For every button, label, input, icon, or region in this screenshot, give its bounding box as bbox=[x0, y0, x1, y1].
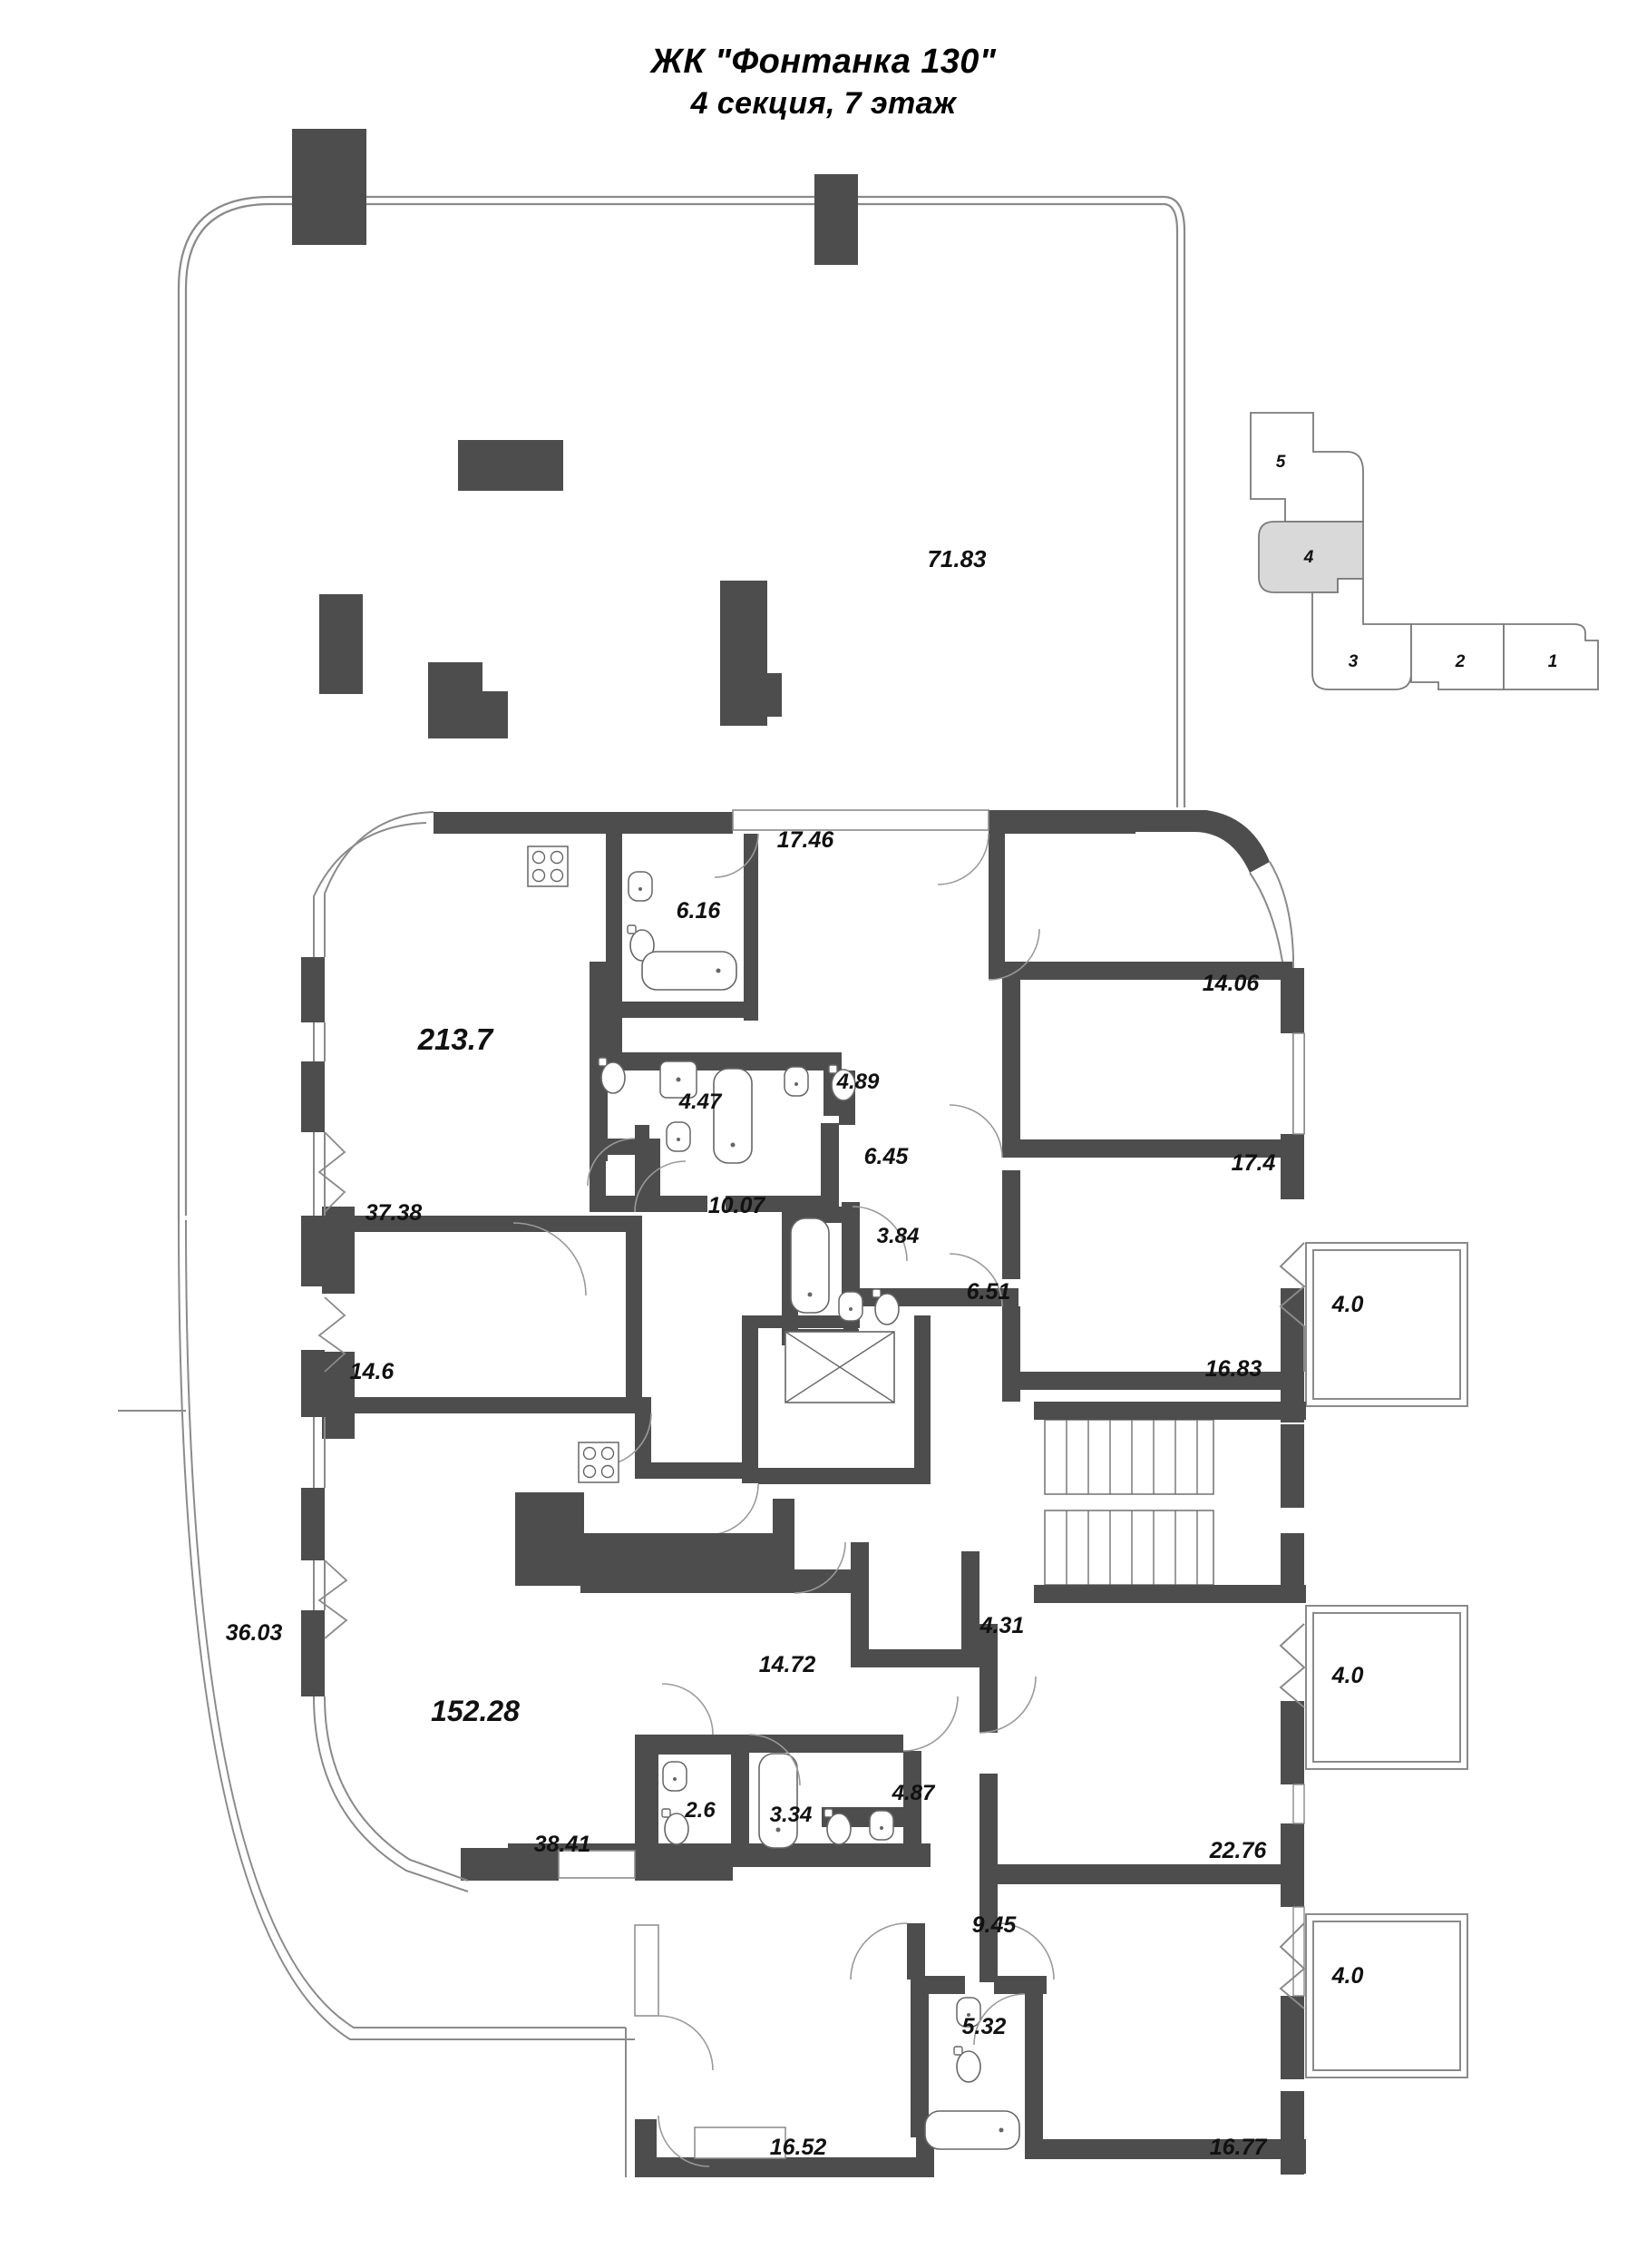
apartment-152-28-walls bbox=[301, 1488, 1306, 2177]
upper-fixtures bbox=[527, 846, 900, 1403]
area-label: 5.32 bbox=[962, 2014, 1007, 2039]
area-label: 6.45 bbox=[864, 1144, 910, 1169]
balcony-lower bbox=[1279, 1913, 1468, 2078]
lower-facade-lines bbox=[118, 1219, 1305, 2177]
area-label: 38.41 bbox=[534, 1832, 591, 1857]
area-label: 4.89 bbox=[836, 1070, 880, 1094]
section-floor-subtitle: 4 секция, 7 этаж bbox=[690, 85, 957, 121]
area-label: 4.31 bbox=[979, 1613, 1025, 1638]
area-label: 16.83 bbox=[1205, 1356, 1262, 1382]
area-label: 6.51 bbox=[967, 1279, 1011, 1305]
terrace-columns bbox=[292, 129, 858, 738]
area-label: 4.0 bbox=[1331, 1963, 1364, 1989]
area-label: 16.77 bbox=[1210, 2135, 1268, 2160]
area-label: 4.0 bbox=[1331, 1663, 1364, 1688]
area-label: 14.6 bbox=[350, 1359, 395, 1384]
upper-door-swings bbox=[512, 833, 1040, 1536]
area-label: 3.84 bbox=[877, 1224, 920, 1248]
page-title: ЖК "Фонтанка 130" 4 секция, 7 этаж bbox=[0, 40, 1647, 123]
area-label: 10.07 bbox=[708, 1193, 766, 1218]
area-label: 16.52 bbox=[770, 2135, 827, 2160]
area-label: 37.38 bbox=[365, 1200, 423, 1226]
stairs bbox=[1034, 1402, 1306, 1603]
area-label: 213.7 bbox=[417, 1022, 494, 1056]
area-label: 152.28 bbox=[431, 1695, 520, 1727]
area-label: 14.72 bbox=[759, 1652, 816, 1677]
area-label: 22.76 bbox=[1209, 1838, 1268, 1863]
facade-jogs bbox=[317, 1131, 348, 1639]
area-label: 9.45 bbox=[972, 1912, 1018, 1938]
area-label: 3.34 bbox=[770, 1803, 813, 1827]
area-labels: 71.83 17.46 6.16 213.7 14.06 4.47 4.89 6.45 17.4… bbox=[226, 545, 1364, 2160]
lower-door-swings bbox=[658, 1541, 1055, 2167]
area-label: 4.87 bbox=[892, 1781, 936, 1805]
apartment-213-7-walls bbox=[301, 810, 1304, 1484]
area-label: 2.6 bbox=[684, 1798, 716, 1823]
area-label: 17.4 bbox=[1232, 1150, 1276, 1176]
area-label: 4.0 bbox=[1331, 1292, 1364, 1317]
balcony-mid bbox=[1279, 1605, 1468, 1770]
balcony-upper bbox=[1279, 1242, 1468, 1407]
area-label: 17.46 bbox=[777, 827, 835, 853]
area-label: 71.83 bbox=[927, 545, 987, 572]
area-label: 4.47 bbox=[678, 1090, 723, 1114]
upper-facade-lines bbox=[313, 809, 1305, 1216]
area-label: 36.03 bbox=[226, 1620, 283, 1646]
roof-terrace-outline bbox=[177, 195, 1186, 1220]
area-label: 6.16 bbox=[677, 898, 722, 924]
area-label: 14.06 bbox=[1203, 971, 1261, 996]
project-title: ЖК "Фонтанка 130" bbox=[650, 43, 997, 81]
